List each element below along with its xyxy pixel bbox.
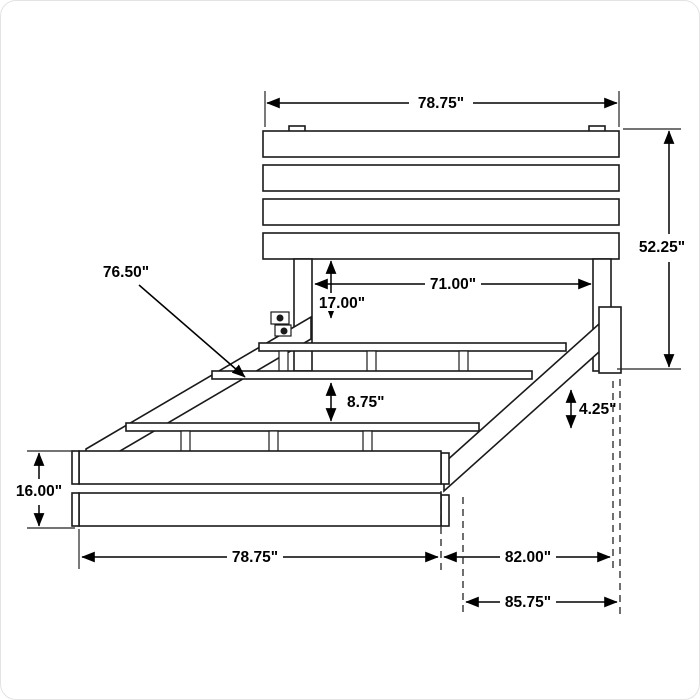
slat-support-leg (268, 430, 279, 454)
right-rail-end-cap (598, 306, 622, 374)
footboard (71, 450, 450, 527)
headboard (262, 125, 620, 372)
headboard-plank (262, 198, 620, 226)
dim-label-rail-height: 4.25" (579, 401, 617, 418)
headboard-leg-left (293, 258, 313, 372)
right-side-rail (443, 306, 622, 493)
dim-label-headboard-width: 78.75" (418, 95, 464, 112)
footboard-plank (78, 492, 442, 527)
dim-label-footboard-height: 16.00" (16, 483, 62, 500)
dim-label-headboard-to-rail: 17.00" (319, 295, 365, 312)
dim-overall-length: 85.75" (462, 379, 621, 615)
slat (125, 422, 480, 432)
dimension-annotations: 78.75" 52.25" 71.00" 17.00" 76.50" (16, 91, 685, 615)
dim-frame-length: 82.00" (443, 381, 614, 571)
dim-slat-length: 76.50" (103, 264, 246, 378)
dim-label-slat-spacing: 8.75" (347, 394, 385, 411)
footboard-end-cap (71, 450, 80, 485)
dim-label-frame-length: 82.00" (505, 549, 551, 566)
slat-support-leg (278, 350, 289, 374)
dim-label-inner-width: 71.00" (430, 276, 476, 293)
footboard-end-cap (440, 494, 450, 527)
dim-label-slat-length: 76.50" (103, 264, 149, 281)
dim-rail-height: 4.25" (565, 389, 617, 429)
dim-inner-width: 71.00" (314, 276, 592, 293)
bed-drawing (71, 125, 622, 527)
dim-label-footboard-width: 78.75" (232, 549, 278, 566)
dim-label-overall-length: 85.75" (505, 594, 551, 611)
dim-label-overall-height: 52.25" (639, 239, 685, 256)
dim-slat-spacing: 8.75" (325, 382, 385, 422)
dim-footboard-height: 16.00" (16, 450, 75, 529)
dim-footboard-width: 78.75" (78, 491, 442, 573)
slat (211, 370, 533, 380)
bed-slats (125, 342, 567, 454)
footboard-plank (78, 450, 442, 485)
bracket-hardware (270, 311, 292, 337)
dim-headboard-width: 78.75" (264, 91, 620, 127)
leader-arrow (138, 284, 246, 378)
headboard-plank (262, 164, 620, 192)
slat-support-leg (362, 430, 373, 454)
footboard-end-cap (440, 452, 450, 485)
footboard-end-cap (71, 492, 80, 527)
slat-support-leg (366, 350, 377, 374)
headboard-plank (262, 130, 620, 158)
slat (258, 342, 567, 352)
dim-headboard-to-rail: 17.00" (313, 260, 371, 319)
slat-support-leg (458, 350, 469, 374)
headboard-plank (262, 232, 620, 260)
dim-overall-height: 52.25" (617, 128, 685, 370)
slat-support-leg (180, 430, 191, 454)
